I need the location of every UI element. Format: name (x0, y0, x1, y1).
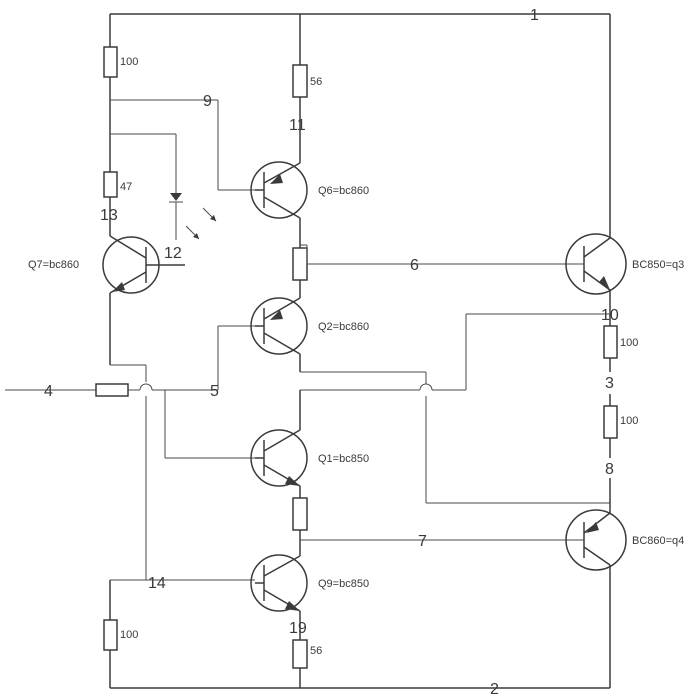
light-arrows-icon (185, 207, 217, 240)
top-rail (109, 13, 611, 238)
resistor-value-47: 47 (120, 181, 132, 193)
transistor-label-q6: Q6=bc860 (318, 185, 369, 197)
resistor-value-right-upper: 100 (620, 337, 638, 349)
resistor-q1-emitter (292, 497, 308, 531)
resistor-value-right-lower: 100 (620, 415, 638, 427)
node-label-19: 19 (289, 620, 307, 637)
resistor-right-lower (603, 405, 618, 439)
transistor-label-q9: Q9=bc850 (318, 578, 369, 590)
resistor-47 (103, 171, 118, 198)
resistor-value-bottom-mid: 56 (310, 645, 322, 657)
resistor-top-left (103, 46, 118, 78)
transistor-q6 (250, 161, 308, 219)
node-label-5: 5 (210, 383, 219, 400)
transistor-label-q7: Q7=bc860 (28, 259, 79, 271)
bottom-rail (109, 565, 611, 689)
resistor-bottom-mid (292, 639, 308, 669)
transistor-q2 (250, 297, 308, 355)
node-label-11: 11 (289, 117, 306, 134)
transistor-label-q2: Q2=bc860 (318, 321, 369, 333)
transistor-label-q4: BC860=q4 (632, 535, 684, 547)
node-label-12: 12 (164, 245, 182, 262)
resistor-value-bottom-left: 100 (120, 629, 138, 641)
transistor-q4 (565, 509, 627, 571)
resistor-value-top-mid: 56 (310, 76, 322, 88)
transistor-label-q1: Q1=bc850 (318, 453, 369, 465)
node-label-14: 14 (148, 575, 166, 592)
node-label-13: 13 (100, 207, 118, 224)
transistor-q1 (250, 429, 308, 487)
node-label-8: 8 (605, 461, 614, 478)
resistor-input (95, 383, 129, 397)
resistor-center (292, 247, 308, 281)
node-label-7: 7 (418, 533, 427, 550)
resistor-value-top-left: 100 (120, 56, 138, 68)
node-label-4: 4 (44, 383, 53, 400)
transistor-label-q3: BC850=q3 (632, 259, 684, 271)
transistor-q3 (565, 233, 627, 295)
led-icon (170, 193, 182, 201)
transistor-q9 (250, 554, 308, 612)
node-label-2: 2 (490, 681, 499, 698)
node-label-10: 10 (601, 307, 619, 324)
resistor-top-mid (292, 64, 308, 98)
transistor-q7 (102, 235, 185, 294)
node-label-3: 3 (605, 375, 614, 392)
resistor-right-upper (603, 325, 618, 359)
node-label-1: 1 (530, 7, 539, 24)
node-label-6: 6 (410, 257, 419, 274)
node-label-9: 9 (203, 93, 212, 110)
resistor-bottom-left (103, 619, 118, 651)
